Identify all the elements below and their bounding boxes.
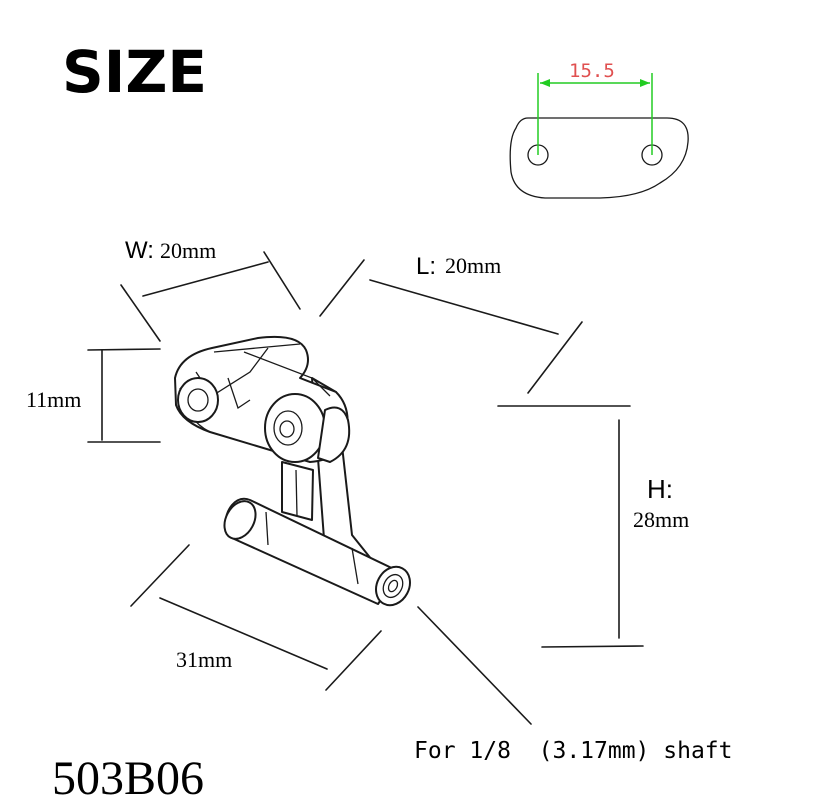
shaft-length-dimension: 31mm bbox=[130, 544, 382, 691]
shaft-length-label: 31mm bbox=[176, 647, 232, 672]
width-prefix: W: bbox=[125, 237, 154, 264]
mount-part-drawing bbox=[174, 335, 411, 607]
hole-spacing-label: 15.5 bbox=[569, 60, 615, 82]
width-dimension: W: 20mm bbox=[120, 237, 301, 342]
length-prefix: L: bbox=[416, 253, 436, 280]
mounting-plate-outline bbox=[509, 117, 689, 199]
model-number: 503B06 bbox=[52, 752, 204, 805]
length-dimension: L: 20mm bbox=[319, 253, 583, 394]
height-dimension: H: 28mm bbox=[497, 405, 689, 648]
width-value: 20mm bbox=[160, 238, 216, 263]
length-value: 20mm bbox=[445, 253, 501, 278]
arrow-left bbox=[540, 79, 550, 87]
side-height-label: 11mm bbox=[26, 387, 81, 412]
arrow-right bbox=[640, 79, 650, 87]
shaft-note: For 1/8 (3.17mm) shaft bbox=[414, 738, 733, 764]
size-heading: SIZE bbox=[62, 38, 207, 106]
shaft-leader-line bbox=[417, 606, 532, 725]
height-prefix: H: bbox=[647, 474, 673, 504]
side-height-dimension: 11mm bbox=[26, 348, 161, 443]
height-value: 28mm bbox=[633, 507, 689, 532]
mounting-plate-view: 15.5 bbox=[509, 60, 689, 199]
